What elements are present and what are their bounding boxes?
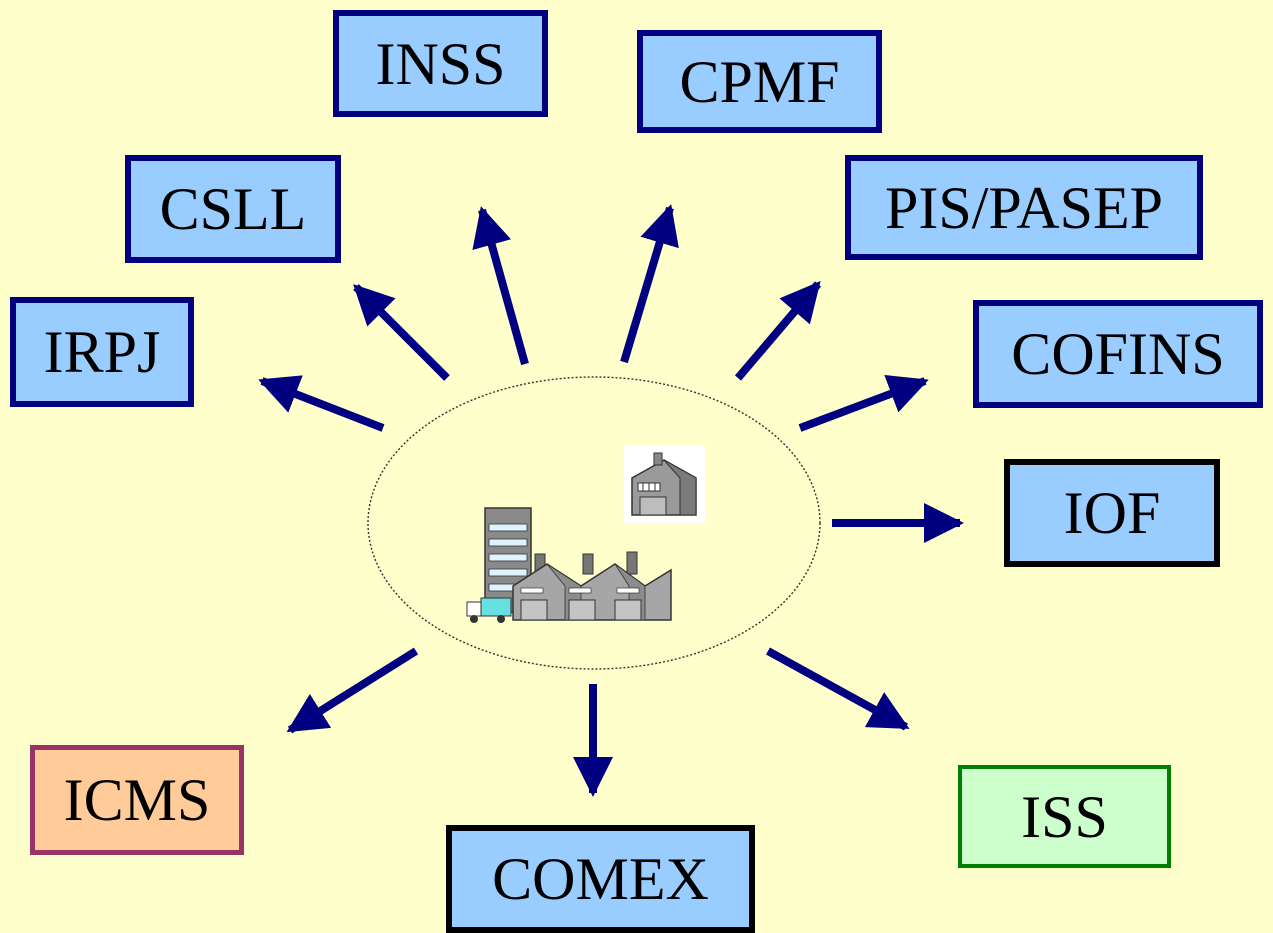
center-ellipse: [367, 376, 821, 670]
label-iof: IOF: [1063, 480, 1161, 546]
arrows: [258, 204, 964, 797]
box-iof: IOF: [1004, 459, 1220, 567]
box-cofins: COFINS: [973, 300, 1263, 408]
arrow-icms: [286, 647, 419, 734]
factory-complex-icon: [466, 507, 672, 623]
box-irpj: IRPJ: [10, 297, 194, 407]
label-cpmf: CPMF: [679, 48, 840, 115]
arrow-iss: [766, 647, 910, 731]
label-icms: ICMS: [63, 767, 211, 833]
box-csll: CSLL: [125, 155, 341, 263]
label-irpj: IRPJ: [43, 319, 161, 385]
arrow-cpmf: [620, 204, 679, 364]
label-cofins: COFINS: [1011, 321, 1225, 387]
label-iss: ISS: [1021, 783, 1108, 850]
label-comex: COMEX: [492, 846, 709, 912]
arrow-cofins: [798, 374, 929, 432]
box-pis-pasep: PIS/PASEP: [845, 155, 1203, 260]
arrow-irpj: [258, 375, 385, 432]
label-csll: CSLL: [159, 176, 307, 242]
box-icms: ICMS: [30, 745, 244, 855]
arrow-inss: [472, 206, 529, 366]
box-iss: ISS: [958, 765, 1171, 868]
small-factory-icon: [624, 445, 705, 523]
arrow-pis-pasep: [734, 280, 822, 381]
label-inss: INSS: [375, 30, 506, 97]
box-cpmf: CPMF: [637, 30, 882, 133]
label-pis-pasep: PIS/PASEP: [885, 174, 1163, 241]
box-comex: COMEX: [446, 825, 755, 933]
box-inss: INSS: [333, 10, 548, 117]
arrow-csll: [353, 284, 450, 381]
